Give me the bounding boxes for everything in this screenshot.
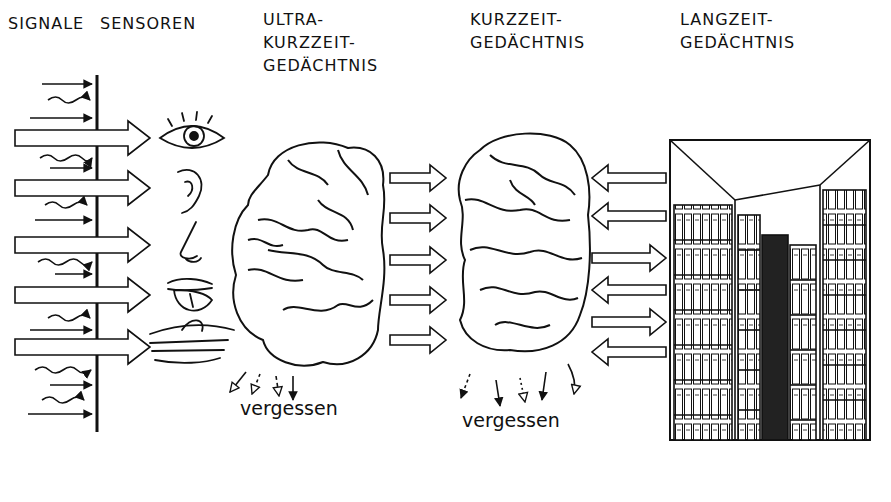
hollow-arrow (390, 247, 446, 273)
hollow-arrow (592, 277, 666, 303)
hollow-arrow (592, 165, 666, 191)
transfer-arrows (390, 165, 446, 353)
forget-label: vergessen (240, 398, 338, 418)
input-arrows (15, 121, 150, 364)
stage-heading: ULTRA- KURZZEIT- GEDÄCHTNIS (263, 8, 398, 77)
hollow-arrow (592, 309, 666, 335)
brain-drawing (232, 142, 384, 365)
hollow-arrow (390, 327, 446, 353)
hollow-arrow (390, 205, 446, 231)
memory-stage: KURZZEIT- GEDÄCHTNIS (448, 8, 590, 428)
stage-heading: KURZZEIT- GEDÄCHTNIS (470, 8, 605, 54)
memory-stage: LANGZEIT- GEDÄCHTNIS (668, 8, 873, 448)
transfer-arrows (592, 165, 666, 365)
brain-drawing (459, 134, 590, 352)
hollow-arrow (592, 203, 666, 229)
sensor-symbols (150, 112, 234, 363)
hollow-arrow (592, 245, 666, 271)
column-label: SIGNALE (8, 14, 84, 34)
hollow-arrow (592, 339, 666, 365)
memory-stage: ULTRA- KURZZEIT- GEDÄCHTNIS (228, 8, 388, 428)
hollow-arrow (390, 165, 446, 191)
stage-heading: LANGZEIT- GEDÄCHTNIS (680, 8, 830, 54)
library-drawing (670, 140, 870, 440)
column-label: SENSOREN (100, 14, 196, 34)
hollow-arrow (390, 287, 446, 313)
forget-label: vergessen (462, 410, 560, 430)
